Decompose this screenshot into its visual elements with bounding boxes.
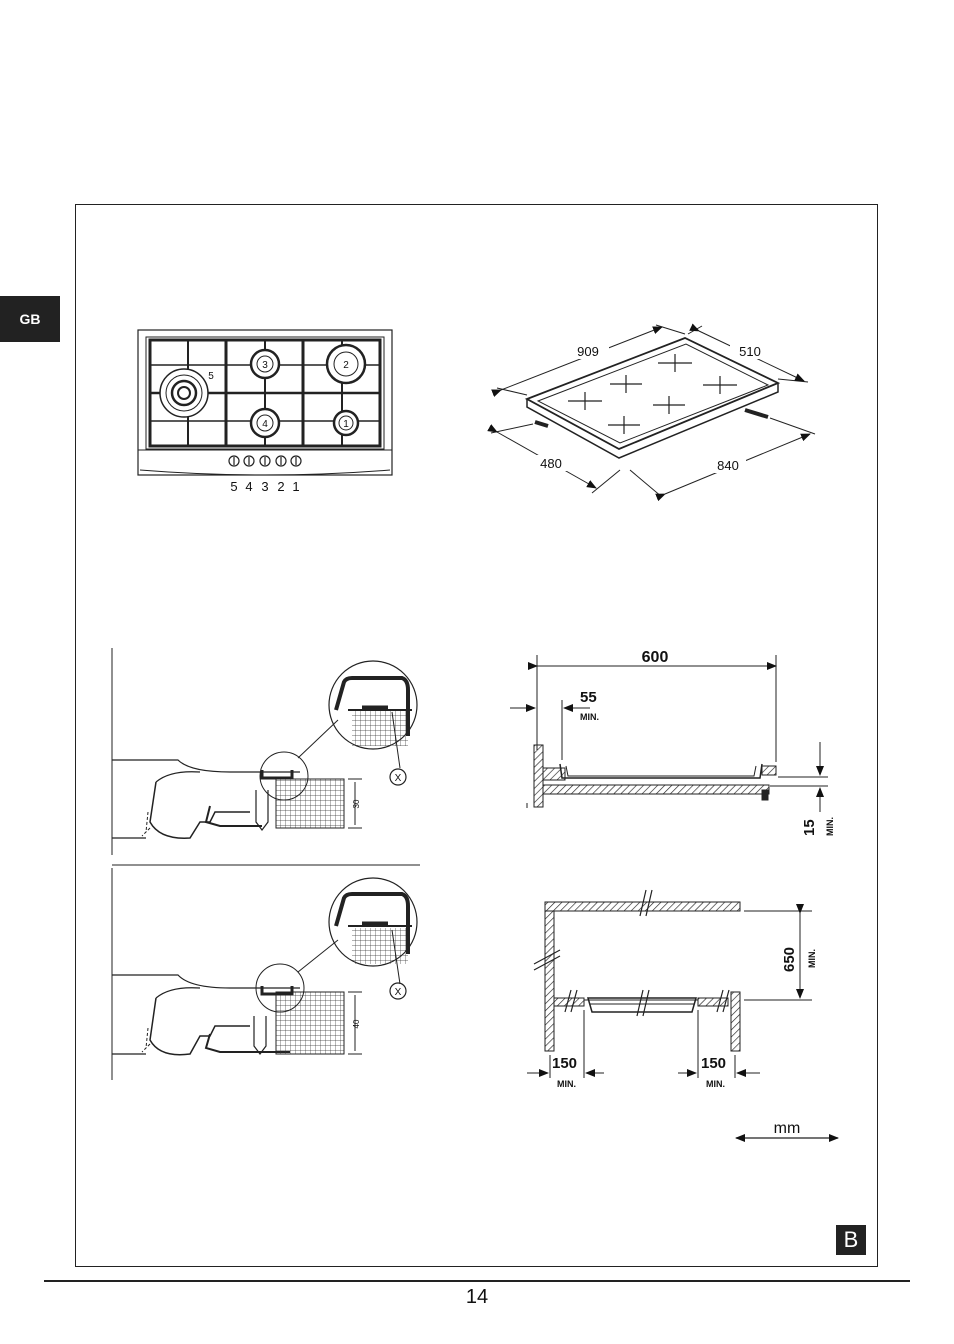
- dim-cutout-depth: 480: [540, 456, 562, 471]
- knob-label-2: 2: [277, 479, 284, 494]
- control-knobs: [228, 455, 302, 467]
- dim-15-min: MIN.: [825, 817, 835, 836]
- figure-label: B: [836, 1225, 866, 1255]
- callout-x-top: X: [395, 773, 402, 784]
- dim-thickness-40: 40: [352, 1019, 361, 1028]
- footer-rule: [44, 1280, 910, 1282]
- knob-label-4: 4: [245, 479, 252, 494]
- dim-depth: 510: [739, 344, 761, 359]
- callout-x-bottom: X: [395, 987, 402, 998]
- section-detail-top: [111, 648, 420, 866]
- burner-2: [325, 343, 367, 385]
- side-clearance-diagram: [510, 655, 828, 812]
- dim-width: 909: [577, 344, 599, 359]
- dim-55: 55: [580, 689, 597, 706]
- burner-label-1: 1: [343, 419, 349, 430]
- burner-5: [159, 368, 209, 418]
- dim-150-left: 150: [552, 1055, 577, 1072]
- burner-label-2: 2: [343, 360, 349, 371]
- language-tab: GB: [0, 296, 60, 342]
- figure-frame: [75, 204, 878, 1267]
- burner-3: [249, 348, 281, 380]
- dim-650: 650: [781, 947, 798, 972]
- burner-4: [249, 407, 281, 439]
- dim-150-right: 150: [701, 1055, 726, 1072]
- burner-1: [332, 409, 360, 437]
- dim-600: 600: [642, 649, 669, 666]
- section-detail-bottom: [111, 868, 418, 1080]
- dim-150-left-min: MIN.: [557, 1079, 576, 1089]
- dim-thickness-30: 30: [352, 799, 361, 808]
- knob-label-5: 5: [230, 479, 237, 494]
- dim-15: 15: [801, 819, 818, 836]
- dim-650-min: MIN.: [807, 949, 817, 968]
- burner-label-4: 4: [262, 419, 268, 430]
- dim-cutout-width: 840: [717, 458, 739, 473]
- knob-label-3: 3: [261, 479, 268, 494]
- burner-label-3: 3: [262, 360, 268, 371]
- dim-150-right-min: MIN.: [706, 1079, 725, 1089]
- units-label: mm: [774, 1120, 801, 1137]
- page-number: 14: [465, 1286, 489, 1308]
- dim-55-min: MIN.: [580, 712, 599, 722]
- cabinet-clearance-diagram: [527, 889, 812, 1078]
- knob-label-1: 1: [292, 479, 299, 494]
- burner-label-5: 5: [208, 371, 214, 382]
